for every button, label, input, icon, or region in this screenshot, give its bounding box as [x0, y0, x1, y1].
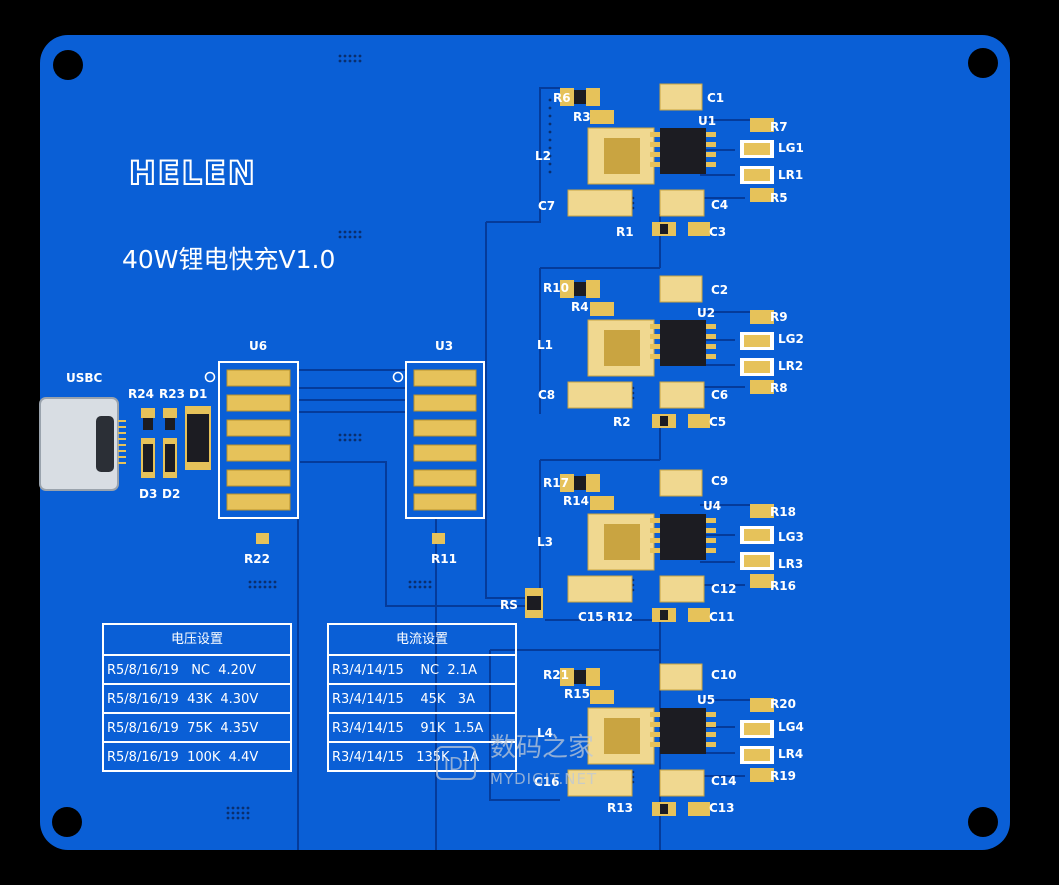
u6-footprint: [204, 361, 299, 544]
label-lg3: LG3: [778, 530, 804, 544]
label-r23: R23: [159, 387, 185, 401]
watermark-badge: IDI: [436, 746, 476, 780]
label-u3: U3: [435, 339, 454, 353]
label-r2: R2: [613, 415, 631, 429]
label-l4: L4: [537, 726, 553, 740]
label-r8: R8: [770, 381, 788, 395]
label-r1: R1: [616, 225, 634, 239]
label-c12: C12: [711, 582, 737, 596]
label-r10: R10: [543, 281, 569, 295]
current-settings-table: 电流设置 R3/4/14/15 NC 2.1A R3/4/14/15 45K 3…: [327, 623, 517, 772]
label-r11: R11: [431, 552, 457, 566]
mounting-hole: [53, 50, 83, 80]
label-r4: R4: [571, 300, 589, 314]
mounting-holes: [52, 48, 998, 837]
label-r15: R15: [564, 687, 590, 701]
label-lg2: LG2: [778, 332, 804, 346]
label-c5: C5: [709, 415, 727, 429]
voltage-table-header: 电压设置: [170, 632, 223, 647]
board-title: 40W锂电快充V1.0: [122, 245, 336, 274]
label-c13: C13: [709, 801, 735, 815]
voltage-table-row: R5/8/16/19 43K 4.30V: [104, 683, 290, 712]
label-c3: C3: [709, 225, 727, 239]
label-r14: R14: [563, 494, 589, 508]
label-c4: C4: [711, 198, 729, 212]
u3-footprint: [392, 361, 485, 544]
label-r18: R18: [770, 505, 796, 519]
label-r9: R9: [770, 310, 788, 324]
board-logo: HELEN: [128, 154, 257, 192]
mounting-hole: [968, 48, 998, 78]
pcb-substrate: [40, 35, 1010, 850]
label-lr1: LR1: [778, 168, 804, 182]
label-r17: R17: [543, 476, 569, 490]
label-c8: C8: [538, 388, 556, 402]
voltage-table-row: R5/8/16/19 100K 4.4V: [104, 741, 290, 770]
label-u4: U4: [703, 499, 722, 513]
mounting-hole: [52, 807, 82, 837]
input-passives: [141, 406, 211, 478]
label-r21: R21: [543, 668, 569, 682]
voltage-table-row: R5/8/16/19 75K 4.35V: [104, 712, 290, 741]
label-u2: U2: [697, 306, 716, 320]
label-r12: R12: [607, 610, 633, 624]
label-r13: R13: [607, 801, 633, 815]
label-lg1: LG1: [778, 141, 804, 155]
mounting-hole: [968, 807, 998, 837]
rs-resistor: [525, 588, 543, 618]
label-c6: C6: [711, 388, 729, 402]
label-c7: C7: [538, 199, 556, 213]
label-c11: C11: [709, 610, 735, 624]
label-u6: U6: [249, 339, 268, 353]
current-table-row: R3/4/14/15 91K 1.5A: [329, 712, 515, 741]
label-r7: R7: [770, 120, 788, 134]
current-table-header: 电流设置: [395, 632, 448, 647]
label-c10: C10: [711, 668, 737, 682]
label-lr2: LR2: [778, 359, 804, 373]
label-c16: C16: [534, 775, 560, 789]
current-table-row: R3/4/14/15 NC 2.1A: [329, 654, 515, 683]
label-d3: D3: [139, 487, 158, 501]
label-r16: R16: [770, 579, 796, 593]
label-c1: C1: [707, 91, 725, 105]
label-c14: C14: [711, 774, 737, 788]
current-table-row: R3/4/14/15 45K 3A: [329, 683, 515, 712]
label-r19: R19: [770, 769, 796, 783]
label-d1: D1: [189, 387, 208, 401]
label-l2: L2: [535, 149, 551, 163]
label-c2: C2: [711, 283, 729, 297]
label-r5: R5: [770, 191, 788, 205]
voltage-settings-table: 电压设置 R5/8/16/19 NC 4.20V R5/8/16/19 43K …: [102, 623, 292, 772]
label-r20: R20: [770, 697, 796, 711]
label-lr4: LR4: [778, 747, 804, 761]
label-c15: C15: [578, 610, 604, 624]
current-table-row: R3/4/14/15 135K 1A: [329, 741, 515, 770]
label-l3: L3: [537, 535, 553, 549]
watermark-text-en: MYDIGIT.NET: [490, 770, 598, 788]
label-usbc: USBC: [66, 371, 103, 385]
label-rs: RS: [500, 598, 518, 612]
label-r3: R3: [573, 110, 591, 124]
label-d2: D2: [162, 487, 181, 501]
traces: [297, 87, 760, 850]
label-u1: U1: [698, 114, 717, 128]
label-l1: L1: [537, 338, 553, 352]
label-lg4: LG4: [778, 720, 804, 734]
label-r22: R22: [244, 552, 270, 566]
voltage-table-row: R5/8/16/19 NC 4.20V: [104, 654, 290, 683]
label-c9: C9: [711, 474, 729, 488]
label-r6: R6: [553, 91, 571, 105]
label-lr3: LR3: [778, 557, 804, 571]
label-u5: U5: [697, 693, 716, 707]
watermark-text-cn: 数码之家: [490, 733, 595, 763]
usb-c-connector: [39, 397, 126, 491]
label-r24: R24: [128, 387, 154, 401]
